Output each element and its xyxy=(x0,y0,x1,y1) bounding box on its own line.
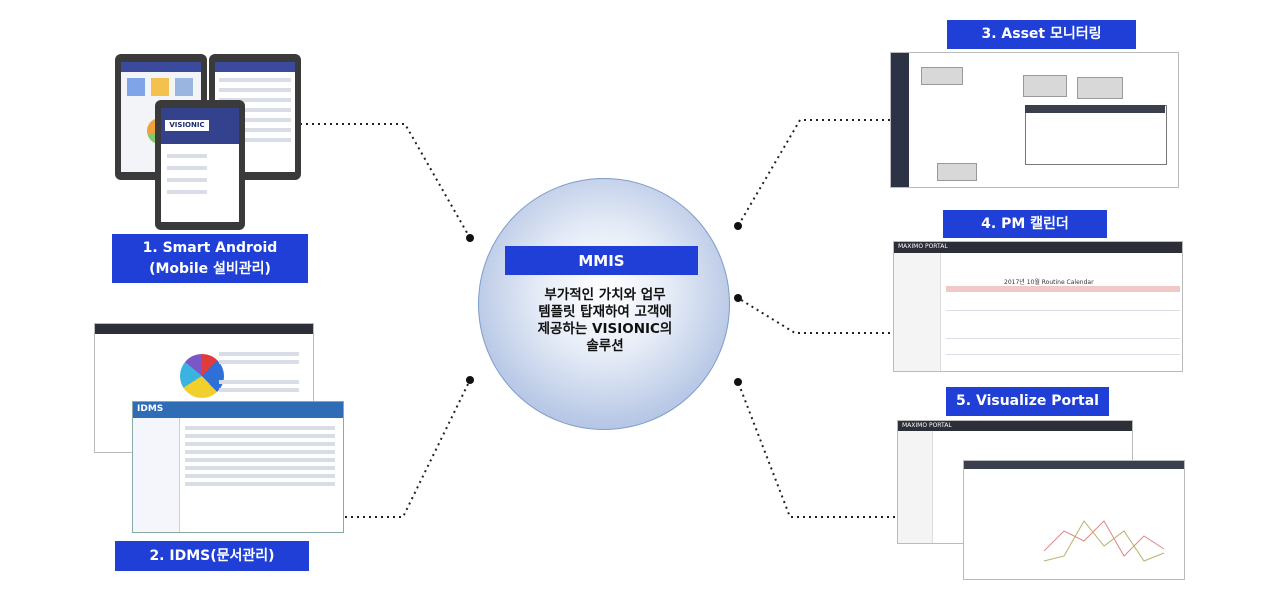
center-description: 부가적인 가치와 업무 템플릿 탑재하여 고객에 제공하는 VISIONIC의 … xyxy=(505,287,705,355)
node-label-pm: 4. PM 캘린더 xyxy=(943,210,1107,238)
tablet-frame: VISIONIC xyxy=(155,100,245,230)
node-label-idms: 2. IDMS(문서관리) xyxy=(115,541,309,571)
pm-calendar-screenshot: MAXIMO PORTAL 2017년 10월 Routine Calendar xyxy=(893,241,1183,372)
connector-dot-android xyxy=(466,234,474,242)
connector-dot-idms xyxy=(466,376,474,384)
node-label-android: 1. Smart Android (Mobile 설비관리) xyxy=(112,234,308,283)
connector-dot-viz xyxy=(734,378,742,386)
center-circle xyxy=(478,178,730,430)
connector-android xyxy=(300,123,471,239)
center-title: MMIS xyxy=(505,246,698,275)
asset-monitoring-screenshot xyxy=(890,52,1179,188)
node-label-line: 1. Smart Android xyxy=(142,240,278,257)
pm-calendar-title: 2017년 10월 Routine Calendar xyxy=(1004,279,1094,286)
pm-portal-title: MAXIMO PORTAL xyxy=(898,243,948,250)
center-line: 제공하는 VISIONIC의 xyxy=(537,321,673,337)
viz-chart-screenshot xyxy=(963,460,1185,580)
visionic-logo: VISIONIC xyxy=(165,120,209,131)
connector-dot-pm xyxy=(734,294,742,302)
node-label-line: (Mobile 설비관리) xyxy=(149,260,271,277)
connector-idms xyxy=(345,379,471,518)
idms-logo: IDMS xyxy=(137,404,164,414)
center-line: 솔루션 xyxy=(586,338,624,354)
node-label-asset: 3. Asset 모니터링 xyxy=(947,20,1136,49)
connector-dot-asset xyxy=(734,222,742,230)
center-line: 부가적인 가치와 업무 xyxy=(544,287,666,303)
viz-portal-title: MAXIMO PORTAL xyxy=(902,422,952,429)
connector-pm xyxy=(737,297,890,334)
node-label-viz: 5. Visualize Portal xyxy=(946,387,1109,416)
center-line: 템플릿 탑재하여 고객에 xyxy=(538,304,672,320)
connector-asset xyxy=(737,119,890,227)
idms-screenshot: IDMS xyxy=(132,401,344,533)
connector-viz xyxy=(737,381,895,518)
